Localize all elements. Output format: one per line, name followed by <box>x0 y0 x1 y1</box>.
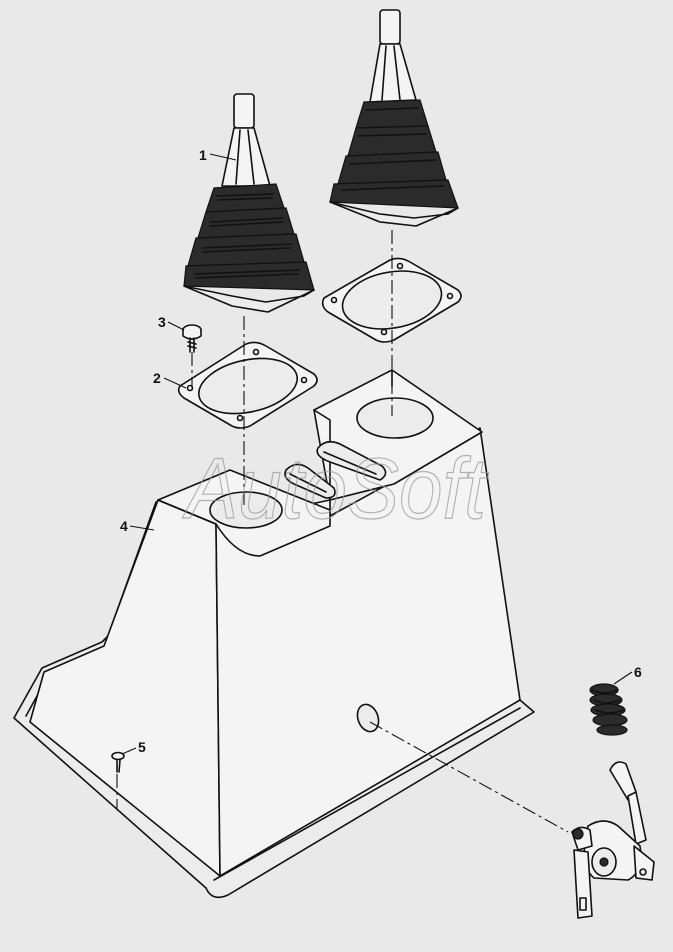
assembly-centerlines <box>116 230 569 833</box>
console-housing <box>13 369 535 899</box>
callout-5: 5 <box>138 739 146 755</box>
side-cable-hole <box>356 703 380 733</box>
callout-leaders <box>121 153 633 755</box>
gasket-rear <box>177 341 318 429</box>
spring <box>589 683 628 736</box>
boot-front <box>329 9 459 227</box>
callout-6: 6 <box>634 664 642 680</box>
callout-1: 1 <box>199 147 207 163</box>
hand-control-lever <box>571 761 655 919</box>
screw <box>111 751 125 773</box>
rear-lever-opening <box>209 491 283 529</box>
watermark-logo: AutoSoft <box>181 441 488 537</box>
bolt <box>182 324 202 353</box>
boot-rear <box>183 93 315 313</box>
callout-3: 3 <box>158 314 166 330</box>
front-lever-opening <box>356 397 434 439</box>
callout-4: 4 <box>120 518 128 534</box>
callout-2: 2 <box>153 370 161 386</box>
